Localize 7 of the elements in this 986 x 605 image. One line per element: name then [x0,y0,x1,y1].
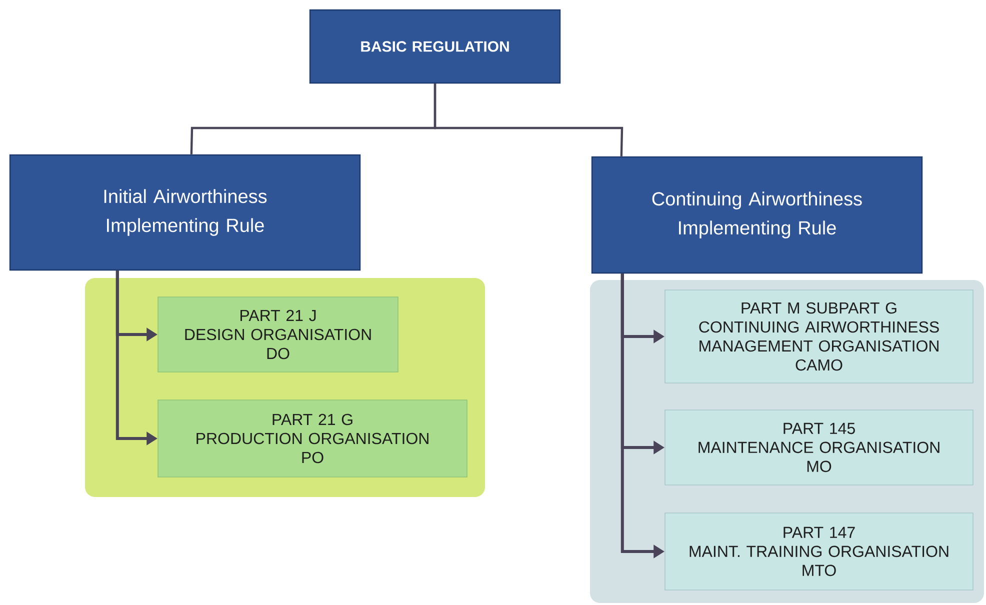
organisation-box: PART 21 G PRODUCTION ORGANISATION PO [158,400,468,478]
regulation-box: BASIC REGULATION [309,9,561,84]
connector [434,84,624,156]
organisation-box: PART 145 MAINTENANCE ORGANISATION MO [664,410,974,486]
organisation-box: PART M SUBPART G CONTINUING AIRWORTHINESS MANAGEMENT ORGANISATION CAMO [664,290,974,384]
organisation-box: PART 21 J DESIGN ORGANISATION DO [158,296,398,372]
organisation-box: PART 147 MAINT. TRAINING ORGANISATION MTO [664,512,974,590]
